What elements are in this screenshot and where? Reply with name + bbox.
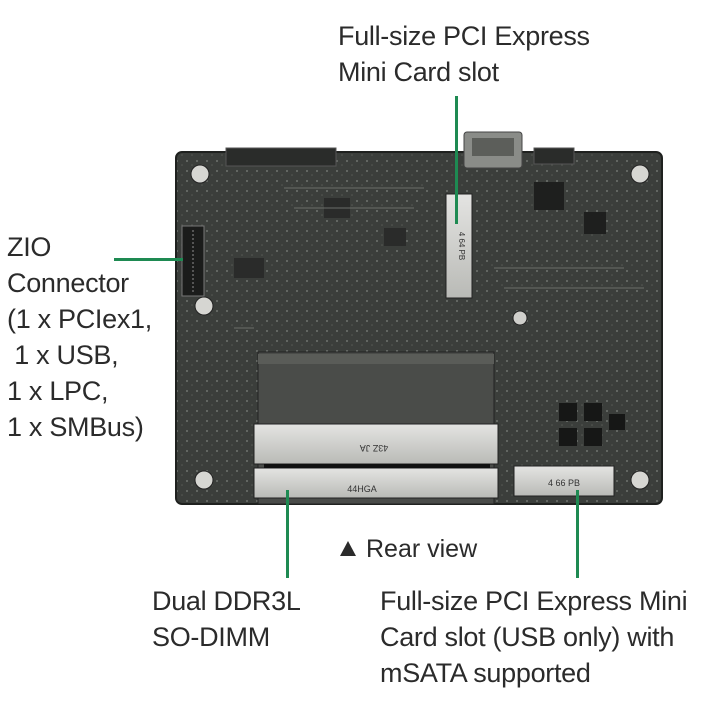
mounting-hole	[194, 296, 214, 316]
chip	[584, 428, 602, 446]
slot-mark: 43Z JA	[360, 443, 389, 453]
pcie-mini-card-slot	[445, 193, 473, 299]
leader-line-zio	[114, 258, 183, 261]
zio-connector-label: ZIO Connector (1 x PCIex1, 1 x USB, 1 x …	[7, 232, 152, 442]
triangle-up-icon	[340, 541, 356, 556]
chip	[384, 228, 406, 246]
leader-line-pcie-top	[455, 96, 458, 224]
slot-mark: 4 64 PB	[457, 232, 466, 260]
chip	[559, 428, 577, 446]
rear-view-caption: Rear view	[340, 533, 477, 565]
pcie-mini-card-slot-label: Full-size PCI Express Mini Card slot	[338, 21, 590, 87]
zio-connector	[181, 225, 205, 297]
motherboard-rear-view: 4 64 PB 43Z JA 44HGA 4 66 PB	[174, 128, 664, 508]
mounting-hole	[194, 470, 214, 490]
so-dimm-slot-upper	[253, 423, 499, 465]
chip	[584, 212, 606, 234]
top-connector-small	[533, 147, 575, 165]
pcie-msata-slot-label: Full-size PCI Express Mini Card slot (US…	[380, 586, 688, 688]
chip	[559, 403, 577, 421]
mounting-hole	[630, 164, 650, 184]
chip	[534, 182, 564, 210]
mounting-hole	[190, 164, 210, 184]
slot-mark: 44HGA	[347, 484, 377, 494]
msata-slot	[513, 465, 615, 497]
board-illustration: 4 64 PB 43Z JA 44HGA 4 66 PB	[175, 131, 663, 505]
top-connector	[225, 147, 337, 167]
slot-mark: 4 66 PB	[548, 478, 580, 488]
leader-line-pcie-bottom	[576, 490, 579, 578]
mounting-hole	[630, 470, 650, 490]
chip	[234, 258, 264, 278]
chip	[584, 403, 602, 421]
chip	[609, 414, 625, 430]
mounting-hole	[512, 310, 528, 326]
dual-ddr3l-so-dimm-label: Dual DDR3L SO-DIMM	[152, 586, 301, 652]
leader-line-ddr	[286, 490, 289, 578]
